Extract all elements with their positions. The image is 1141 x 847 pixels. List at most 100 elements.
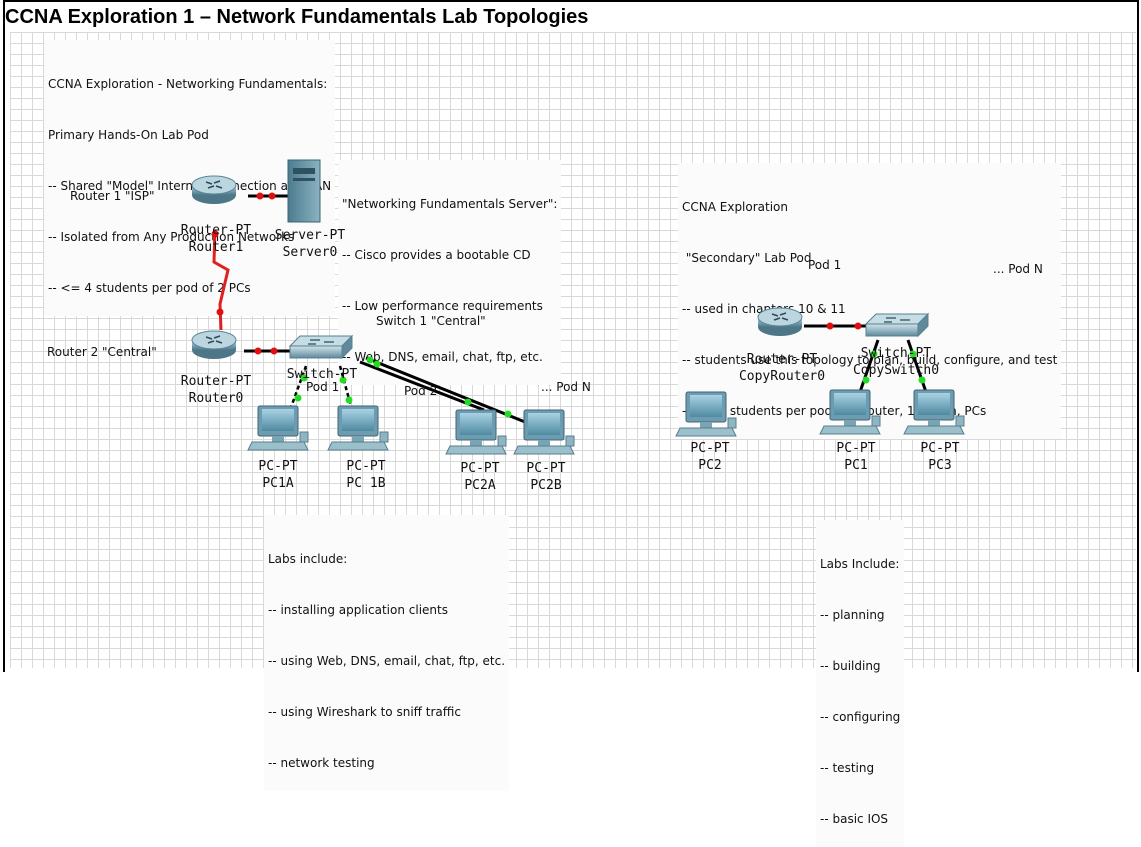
router1-icon[interactable]: [191, 175, 237, 205]
note-line: Primary Hands-On Lab Pod: [48, 128, 209, 142]
link-up-dot: [345, 396, 353, 404]
pod1-label: Pod 1: [306, 380, 340, 394]
pc2-label: PC-PT PC2: [680, 440, 740, 474]
device-type: PC-PT: [258, 459, 298, 474]
note-line: -- Cisco provides a bootable CD: [342, 248, 531, 262]
pc3-label: PC-PT PC3: [910, 440, 970, 474]
copyswitch0-icon[interactable]: [865, 313, 929, 337]
podn-left-label: ... Pod N: [541, 380, 591, 394]
link-down-dot: [256, 192, 264, 200]
pc2-icon[interactable]: [675, 391, 737, 437]
router2-caption: Router 2 "Central": [47, 345, 157, 359]
pc3-icon[interactable]: [903, 389, 965, 435]
device-type: Router-PT: [180, 374, 252, 389]
copyrouter0-label: Router-PT CopyRouter0: [732, 351, 832, 385]
device-type: Switch-PT: [286, 367, 358, 382]
pc1a-icon[interactable]: [247, 405, 309, 451]
page-title: CCNA Exploration 1 – Network Fundamental…: [5, 6, 589, 28]
note-server: "Networking Fundamentals Server": -- Cis…: [338, 160, 562, 385]
device-type: Router-PT: [180, 223, 252, 238]
device-name: PC2: [698, 458, 722, 473]
pod2-label: Pod 2: [404, 384, 438, 398]
device-type: Router-PT: [746, 352, 818, 367]
link-up-dot: [870, 350, 878, 358]
note-line: -- configuring: [820, 710, 901, 724]
link-up-dot: [339, 376, 347, 384]
router1-label: Router-PT Router1: [178, 222, 254, 256]
device-type: PC-PT: [690, 441, 730, 456]
device-type: PC-PT: [526, 461, 566, 476]
device-name: PC 1B: [346, 476, 386, 491]
link-up-dot: [918, 376, 926, 384]
device-name: PC2A: [464, 478, 496, 493]
note-line: Labs Include:: [820, 557, 900, 571]
link-down-dot: [216, 308, 224, 316]
pc1-icon[interactable]: [819, 389, 881, 435]
ethernet-link: [359, 360, 485, 412]
router1-caption: Router 1 "ISP": [70, 189, 155, 203]
link-down-dot: [270, 347, 278, 355]
copyrouter0-icon[interactable]: [757, 307, 803, 337]
device-name: PC1A: [262, 476, 294, 491]
copyswitch0-label: Switch-PT CopySwitch0: [846, 345, 946, 379]
device-name: CopyRouter0: [738, 369, 826, 384]
link-up-dot: [294, 394, 302, 402]
device-name: PC3: [928, 458, 952, 473]
router0-label: Router-PT Router0: [176, 373, 256, 407]
link-up-dot: [504, 410, 512, 418]
switch0-icon[interactable]: [289, 335, 353, 359]
device-type: Switch-PT: [860, 346, 932, 361]
server0-label: Server-PT Server0: [270, 227, 350, 261]
note-line: -- Isolated from Any Production Networks: [48, 230, 295, 244]
link-down-dot: [254, 347, 262, 355]
ethernet-link: [858, 339, 880, 393]
diagram-frame: [3, 0, 1139, 672]
note-line: -- <= 4 students per pod of 2 PCs: [48, 281, 251, 295]
link-down-dot: [211, 230, 219, 238]
topology-links: [191, 159, 965, 455]
server0-icon[interactable]: [287, 159, 321, 223]
link-down-dot: [826, 322, 834, 330]
switch0-label: Switch-PT: [282, 366, 362, 383]
device-name: Router0: [188, 391, 244, 406]
note-line: -- Low performance requirements: [342, 299, 543, 313]
pc1-label: PC-PT PC1: [826, 440, 886, 474]
link-up-dot: [464, 398, 472, 406]
device-name: Server0: [282, 245, 338, 260]
note-line: -- building: [820, 659, 881, 673]
pc1b-icon[interactable]: [327, 405, 389, 451]
device-name: PC2B: [530, 478, 562, 493]
pc2b-icon[interactable]: [513, 409, 575, 455]
device-name: Router1: [188, 240, 244, 255]
router0-icon[interactable]: [191, 330, 237, 360]
device-name: CopySwitch0: [852, 363, 940, 378]
note-primary-pod: CCNA Exploration - Networking Fundamenta…: [44, 40, 336, 316]
note-line: -- Web, DNS, email, chat, ftp, etc.: [342, 350, 543, 364]
pod1-right-label: Pod 1: [808, 258, 842, 272]
pc1b-label: PC-PT PC 1B: [336, 458, 396, 492]
device-type: PC-PT: [836, 441, 876, 456]
device-type: Server-PT: [274, 228, 346, 243]
link-up-dot: [862, 376, 870, 384]
pc2a-icon[interactable]: [445, 409, 507, 455]
podn-right-label: ... Pod N: [993, 262, 1043, 276]
pc2a-label: PC-PT PC2A: [450, 460, 510, 494]
note-line: "Networking Fundamentals Server":: [342, 197, 558, 211]
note-line: -- using Web, DNS, email, chat, ftp, etc…: [268, 654, 506, 668]
device-type: PC-PT: [460, 461, 500, 476]
note-line: -- network testing: [268, 756, 375, 770]
note-line: -- using Wireshark to sniff traffic: [268, 705, 461, 719]
link-up-dot: [909, 350, 917, 358]
note-line: "Secondary" Lab Pod: [682, 251, 812, 265]
note-line: -- students use this topology to plan, b…: [682, 353, 1058, 367]
device-type: PC-PT: [920, 441, 960, 456]
note-line: -- installing application clients: [268, 603, 448, 617]
device-type: PC-PT: [346, 459, 386, 474]
link-down-dot: [268, 192, 276, 200]
note-line: CCNA Exploration: [682, 200, 789, 214]
note-line: Labs include:: [268, 552, 348, 566]
switch1-caption: Switch 1 "Central": [376, 314, 486, 328]
link-up-dot: [366, 356, 374, 364]
device-name: PC1: [844, 458, 868, 473]
ethernet-link: [365, 356, 531, 426]
